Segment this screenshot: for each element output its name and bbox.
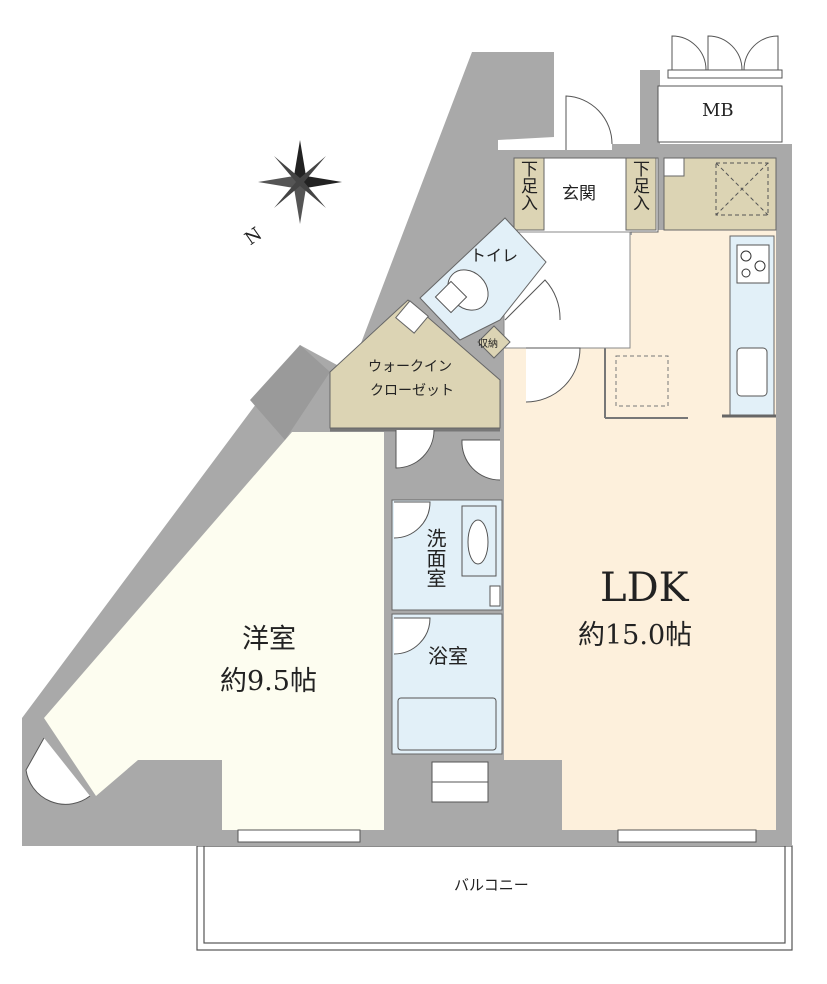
ldk-size: 約15.0帖: [578, 620, 693, 651]
western-floor: [44, 432, 384, 830]
mb-doors: [671, 35, 779, 71]
shoe-right-label: 下足入: [629, 160, 649, 211]
walkin-closet-floor: [329, 299, 501, 429]
shoe-cabinet-left: [513, 157, 545, 231]
washroom-door: [393, 501, 431, 539]
windows: [237, 761, 757, 843]
shoe-left-label: 下足入: [517, 160, 537, 211]
ldk-ceiling-mark: [615, 355, 669, 407]
ldk-name: LDK: [600, 565, 689, 611]
mb-box: [657, 85, 783, 143]
toilet-door: [504, 279, 561, 321]
west-wall-cap: [250, 345, 330, 440]
bedroom-door: [461, 439, 501, 481]
entrance-label: 玄関: [562, 184, 596, 204]
walkin-label-line2: クローゼット: [370, 383, 454, 399]
kitchen-stove: [736, 244, 770, 284]
bedroom-balcony-door: [25, 737, 91, 805]
storage-label: 収納: [478, 339, 498, 350]
compass-rose: [258, 140, 342, 224]
balcony-label: バルコニー: [454, 876, 529, 894]
ldk-floor: [504, 230, 776, 830]
storage-floor: [477, 325, 511, 359]
shoe-cabinet-right: [625, 157, 657, 231]
ldk-door: [525, 347, 581, 403]
walkin-label-line1: ウォークイン: [368, 359, 452, 375]
toilet-label: トイレ: [470, 246, 519, 265]
mb-label: MB: [702, 100, 734, 121]
kitchen-sink: [736, 347, 768, 397]
balcony-outline: [196, 845, 793, 951]
washroom-label: 洗面室: [423, 528, 447, 588]
closet-door: [395, 429, 435, 469]
bathroom-door: [393, 617, 431, 655]
bathroom-label: 浴室: [428, 644, 468, 668]
entrance-door: [565, 95, 613, 150]
bathtub: [397, 697, 497, 751]
western-size: 約9.5帖: [220, 666, 317, 697]
western-name: 洋室: [242, 624, 296, 655]
